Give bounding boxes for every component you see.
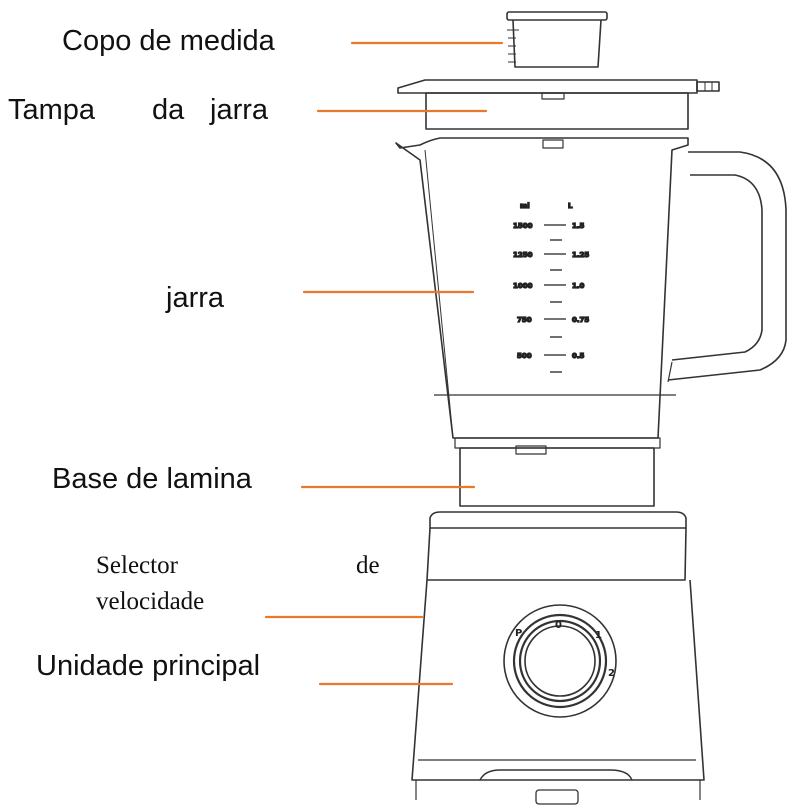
- scale-ml-value: 1000: [513, 282, 533, 290]
- dial-mark-p: P: [515, 628, 522, 639]
- label-unidade-principal: Unidade principal: [36, 650, 261, 682]
- label-tampa-word-1: Tampa: [8, 94, 96, 126]
- scale-l-value: 0.5: [572, 352, 585, 360]
- jug-lid: [397, 79, 720, 130]
- jug-scale: ml L 1500 1.5 1250 1.25 1000 1.0 750 0.7…: [512, 201, 590, 373]
- jug: [395, 137, 787, 455]
- speed-dial: [503, 604, 617, 718]
- label-base-de-lamina: Base de lamina: [52, 463, 252, 495]
- scale-ml-value: 1250: [513, 251, 533, 259]
- scale-l-value: 1.25: [572, 251, 589, 259]
- dial-mark-0: 0: [555, 620, 562, 631]
- dial-mark-1: 1: [595, 630, 602, 641]
- scale-ml-value: 1500: [513, 222, 533, 230]
- label-tampa-word-2: da: [152, 94, 185, 126]
- label-selector-word-3: velocidade: [96, 588, 205, 615]
- scale-l-value: 1.0: [572, 282, 585, 290]
- label-jarra: jarra: [166, 282, 225, 314]
- scale-ml-value: 750: [517, 316, 532, 324]
- scale-ml-header: ml: [520, 202, 530, 210]
- scale-l-value: 1.5: [572, 222, 585, 230]
- scale-l-value: 0.75: [572, 316, 589, 324]
- motor-base: [411, 511, 705, 805]
- label-selector-word-2: de: [356, 552, 380, 579]
- label-copo-de-medida: Copo de medida: [62, 25, 275, 57]
- label-tampa-word-3: jarra: [210, 94, 269, 126]
- scale-ml-value: 500: [517, 352, 532, 360]
- dial-mark-2: 2: [608, 668, 615, 679]
- label-selector-word-1: Selector: [96, 552, 178, 579]
- dial-markings: P 0 1 2: [515, 620, 615, 679]
- blade-base: [459, 447, 655, 507]
- measuring-cup: [506, 11, 608, 68]
- scale-l-header: L: [568, 202, 573, 210]
